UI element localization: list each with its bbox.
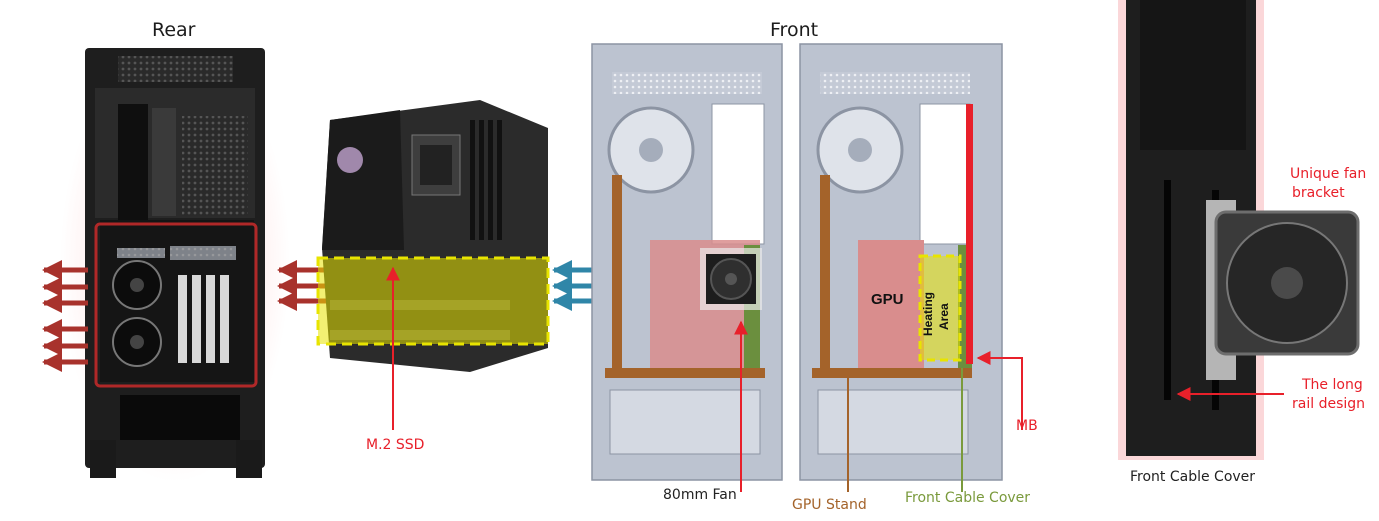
mb-label: MB: [1016, 418, 1038, 434]
rear-heading: Rear: [152, 19, 196, 41]
exhaust-arrow-icon: [42, 260, 88, 372]
rear-fan-icon: [112, 260, 162, 310]
rear-fan-icon: [112, 317, 162, 367]
front-heading: Front: [770, 19, 819, 41]
unique-fan-bracket-label-1: Unique fan: [1290, 166, 1367, 182]
front-cable-cover-label: Front Cable Cover: [905, 490, 1031, 506]
heating-area-zone: [918, 254, 962, 362]
area-label: Area: [937, 303, 951, 330]
fan-80mm-label: 80mm Fan: [663, 487, 737, 503]
front-case-left: [591, 43, 783, 481]
detail-caption: Front Cable Cover: [1130, 469, 1256, 485]
gpu-fan-icon: [700, 248, 762, 310]
detail-fan-icon: [1214, 210, 1360, 356]
front-cable-cover-detail: [1118, 0, 1360, 460]
m2-heat-zone: [316, 256, 550, 346]
front-case-right: [799, 43, 1003, 481]
motherboard-edge-highlight: [966, 104, 973, 364]
long-rail-label-2: rail design: [1292, 396, 1366, 412]
m2-ssd-label: M.2 SSD: [366, 437, 425, 453]
gpu-stand-label: GPU Stand: [792, 497, 867, 513]
long-rail-label-1: The long: [1302, 377, 1363, 393]
rear-exhaust-highlight: [94, 222, 258, 388]
heating-label: Heating: [921, 291, 935, 336]
gpu-label: GPU: [871, 291, 904, 308]
rear-case: [60, 42, 290, 482]
unique-fan-bracket-label-2: bracket: [1292, 185, 1345, 201]
top-fan-icon: [816, 106, 904, 194]
top-fan-icon: [607, 106, 695, 194]
